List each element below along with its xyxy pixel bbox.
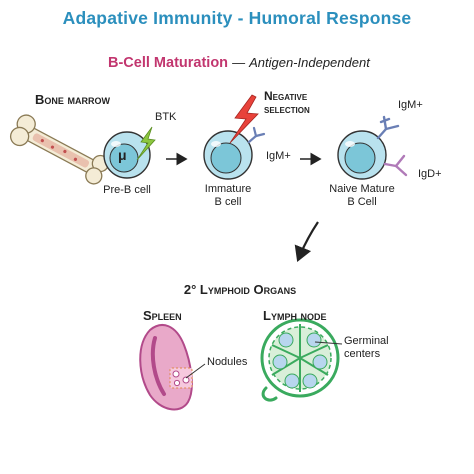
subtitle-main: B-Cell Maturation: [108, 55, 229, 71]
spleen-label: Spleen: [143, 308, 182, 323]
btk-label: BTK: [155, 111, 177, 123]
igm-receptor-icon: [247, 126, 266, 144]
pre-b-cell-icon: [103, 131, 151, 179]
germinal-centers-pointer: [314, 341, 343, 345]
subtitle-detail: Antigen-Independent: [249, 55, 370, 70]
negative-selection-label: Negative selection: [264, 90, 310, 116]
immature-b-cell-icon: [203, 130, 253, 180]
germinal-centers-label: Germinal centers: [344, 335, 389, 361]
lymph-node-icon: [260, 318, 340, 402]
bone-icon: [9, 114, 110, 185]
naive-mature-b-cell-label: Naive Mature B Cell: [314, 183, 410, 209]
immature-b-cell-label: Immature B cell: [196, 183, 260, 209]
igm-naive-label: IgM+: [398, 99, 423, 111]
nodules-pointer: [185, 363, 206, 379]
immature-line2: B cell: [214, 196, 242, 208]
germinal-line1: Germinal: [344, 335, 389, 347]
subtitle-separator: —: [232, 55, 246, 70]
mu-label: μ: [118, 147, 127, 163]
lymph-node-label: Lymph node: [263, 308, 327, 323]
negative-selection-line1: Negative: [264, 89, 308, 103]
secondary-lymphoid-organs-label: 2° Lymphoid Organs: [183, 282, 297, 297]
arrow-to-lymphoid-organs: [294, 221, 319, 263]
btk-lightning-icon: [136, 126, 156, 161]
subtitle: B-Cell Maturation — Antigen-Independent: [108, 55, 370, 71]
spleen-icon: [139, 324, 193, 411]
igm-immature-label: IgM+: [266, 150, 291, 162]
nodules-label: Nodules: [207, 356, 248, 368]
igd-naive-label: IgD+: [418, 168, 442, 180]
naive-line1: Naive Mature: [329, 183, 395, 195]
pre-b-cell-label: Pre-B cell: [103, 184, 151, 196]
naive-line2: B Cell: [347, 196, 377, 208]
immature-line1: Immature: [204, 183, 252, 195]
negative-selection-line2: selection: [264, 102, 310, 116]
igd-receptor-icon: [383, 154, 408, 177]
diagram-title: Adapative Immunity - Humoral Response: [62, 8, 412, 28]
igm-receptor-icon: [376, 115, 400, 140]
negative-selection-lightning-icon: [229, 94, 259, 144]
germinal-line2: centers: [344, 348, 381, 360]
naive-mature-b-cell-icon: [337, 130, 387, 180]
bone-marrow-label: Bone marrow: [35, 92, 110, 107]
